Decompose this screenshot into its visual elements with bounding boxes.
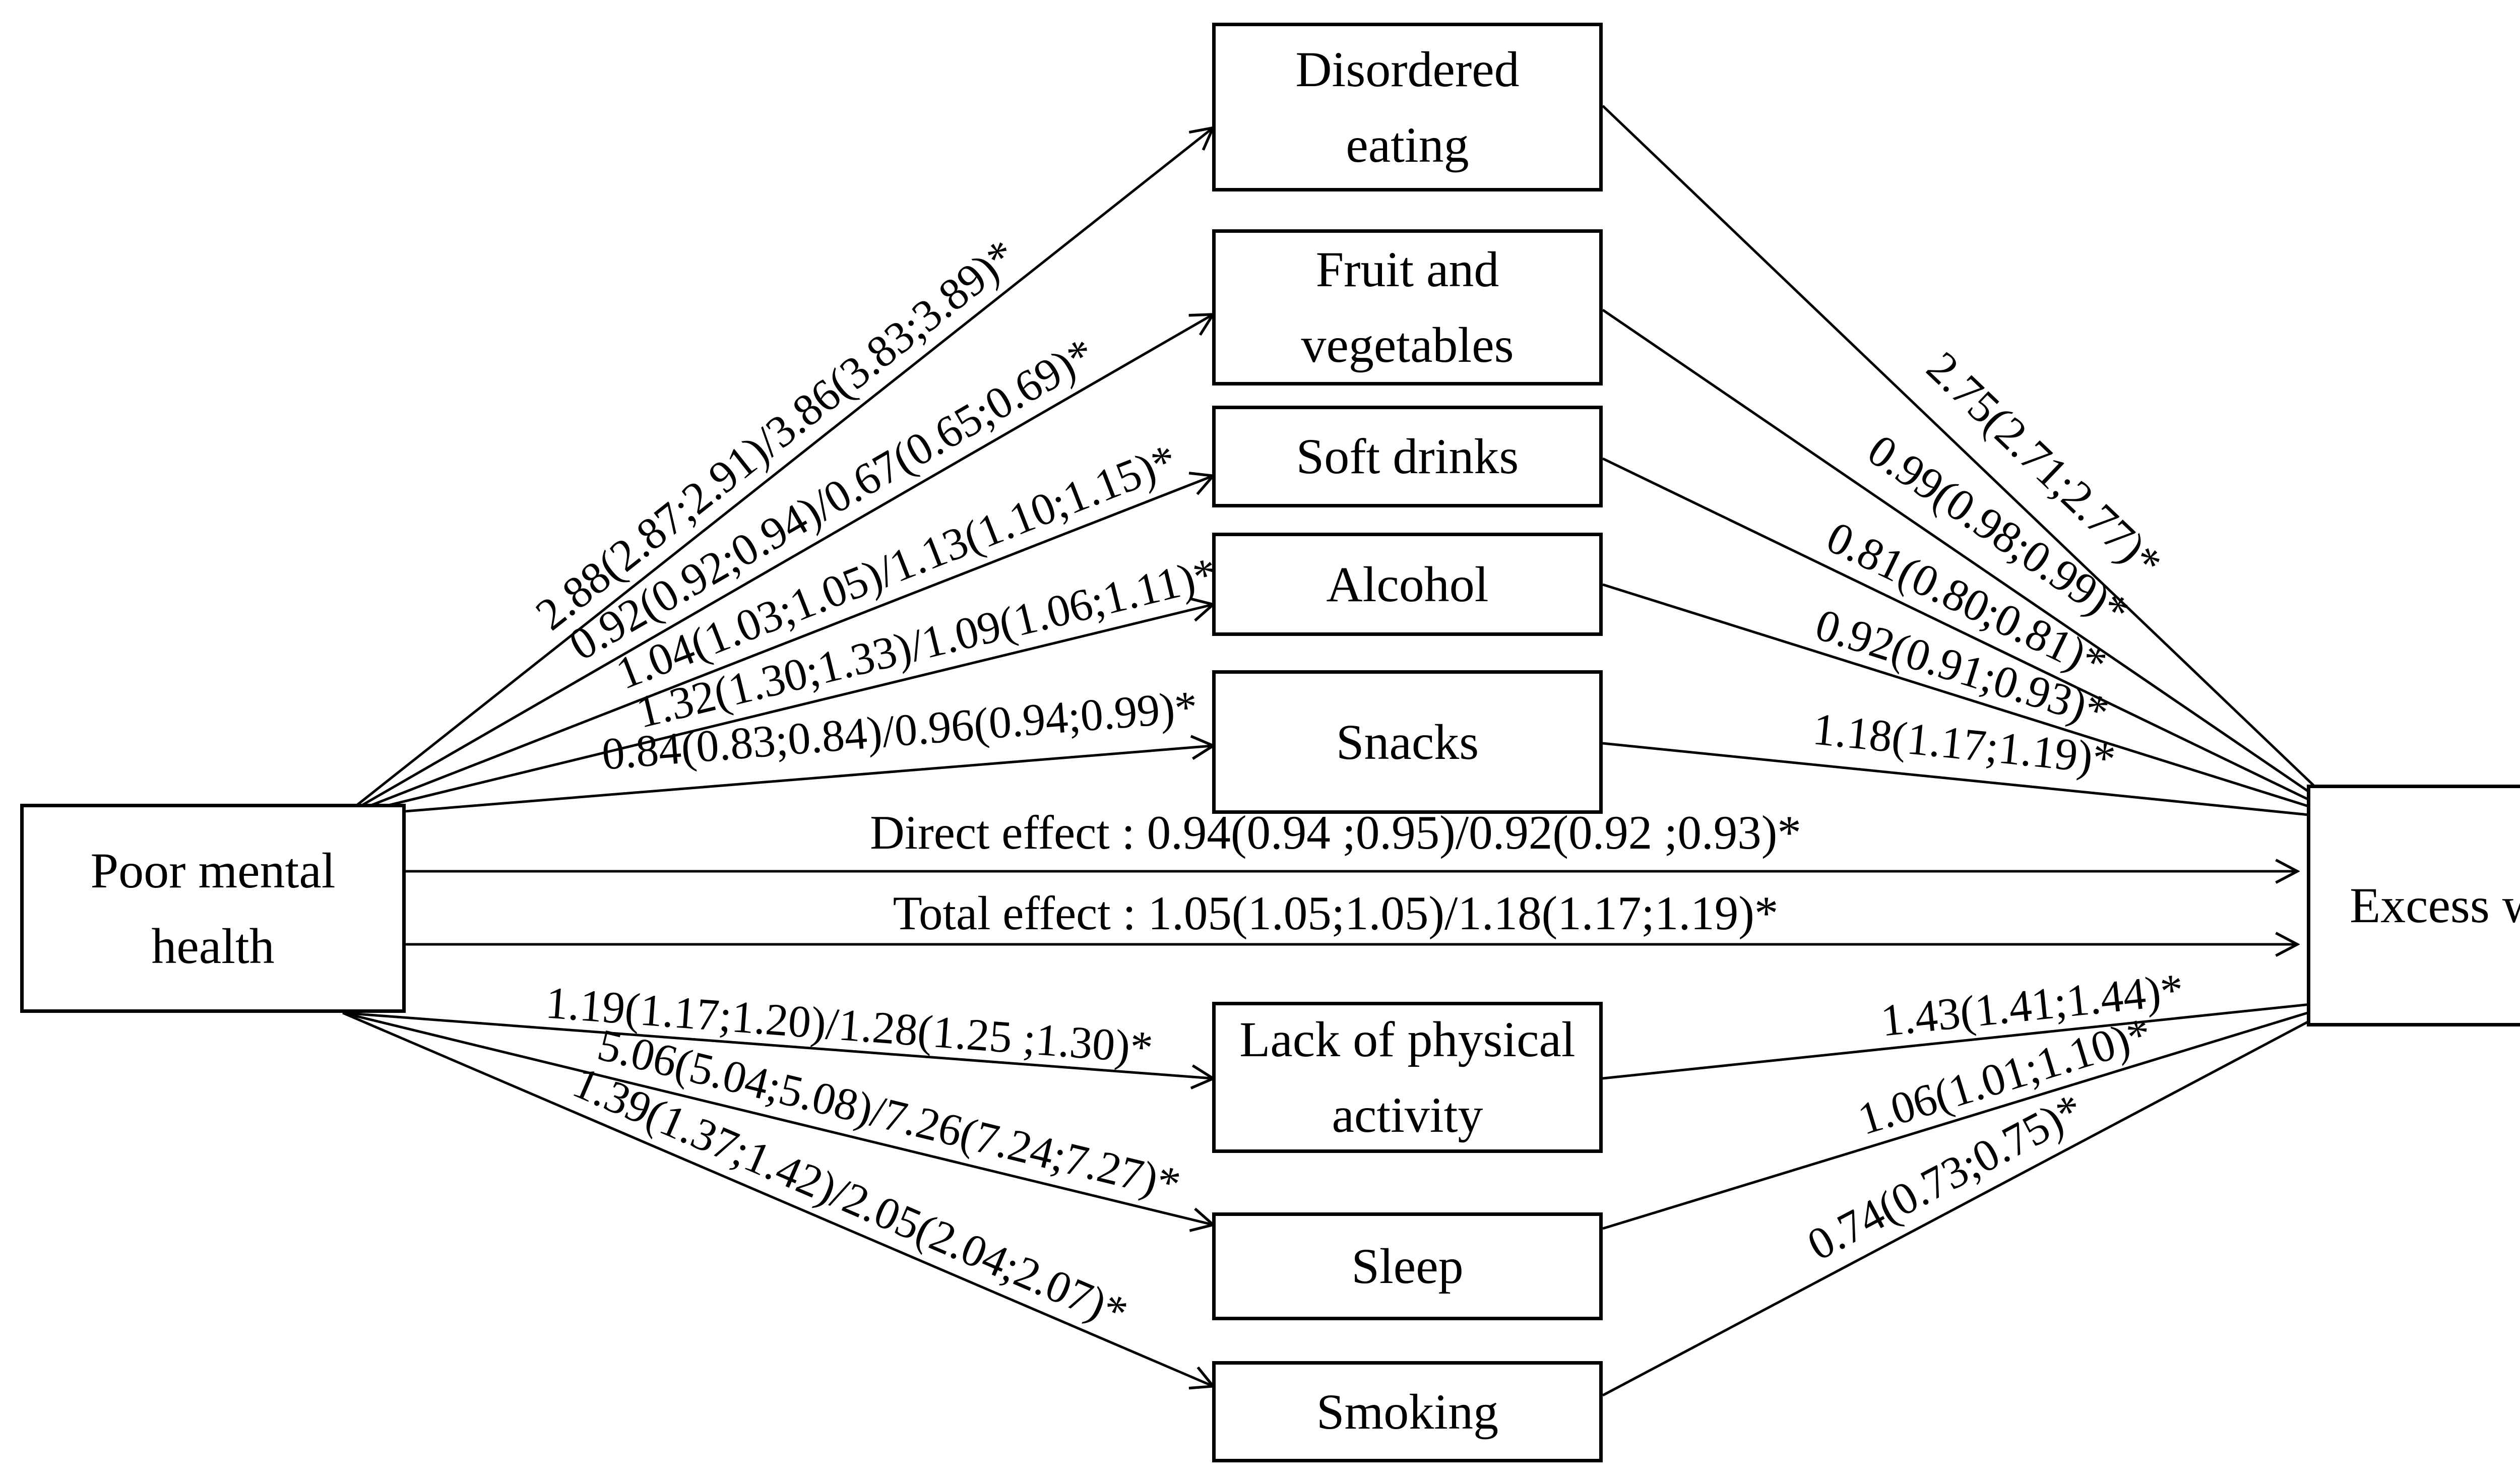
arrow-poor-to-disordered-eating bbox=[342, 128, 1212, 817]
node-excess-weight: Excess weight bbox=[2307, 785, 2520, 1026]
node-alcohol: Alcohol bbox=[1212, 533, 1603, 636]
node-disordered-eating: Disordered eating bbox=[1212, 23, 1603, 191]
arrow-poor-to-soft-drinks bbox=[342, 476, 1212, 818]
direct-effect-label: Direct effect : 0.94(0.94 ;0.95)/0.92(0.… bbox=[870, 806, 1801, 859]
arrow-poor-to-sleep bbox=[342, 1011, 1212, 1225]
line-soft-drinks-to-excess bbox=[1602, 457, 2350, 820]
arrow-poor-to-fruit-vegetables bbox=[342, 315, 1212, 818]
line-sleep-to-excess bbox=[1602, 999, 2349, 1230]
node-snacks: Snacks bbox=[1212, 670, 1603, 814]
arrow-poor-to-physical-activity bbox=[342, 1011, 1212, 1078]
node-poor-mental-health: Poor mental health bbox=[20, 804, 406, 1013]
node-lack-of-physical-activity: Lack of physical activity bbox=[1212, 1002, 1603, 1153]
line-snacks-to-excess bbox=[1602, 742, 2349, 820]
total-effect-label: Total effect : 1.05(1.05;1.05)/1.18(1.17… bbox=[893, 886, 1779, 940]
line-alcohol-to-excess bbox=[1602, 583, 2349, 820]
arrow-poor-to-smoking bbox=[342, 1011, 1212, 1386]
node-sleep: Sleep bbox=[1212, 1212, 1603, 1320]
node-fruit-and-vegetables: Fruit and vegetables bbox=[1212, 229, 1603, 385]
arrow-poor-to-alcohol bbox=[342, 605, 1212, 818]
arrow-poor-to-snacks bbox=[342, 746, 1212, 818]
node-smoking: Smoking bbox=[1212, 1361, 1603, 1462]
line-physical-activity-to-excess bbox=[1602, 999, 2349, 1080]
line-smoking-to-excess bbox=[1602, 999, 2350, 1397]
node-soft-drinks: Soft drinks bbox=[1212, 406, 1603, 507]
line-disordered-eating-to-excess bbox=[1602, 105, 2350, 820]
line-fruit-vegetables-to-excess bbox=[1602, 308, 2350, 820]
